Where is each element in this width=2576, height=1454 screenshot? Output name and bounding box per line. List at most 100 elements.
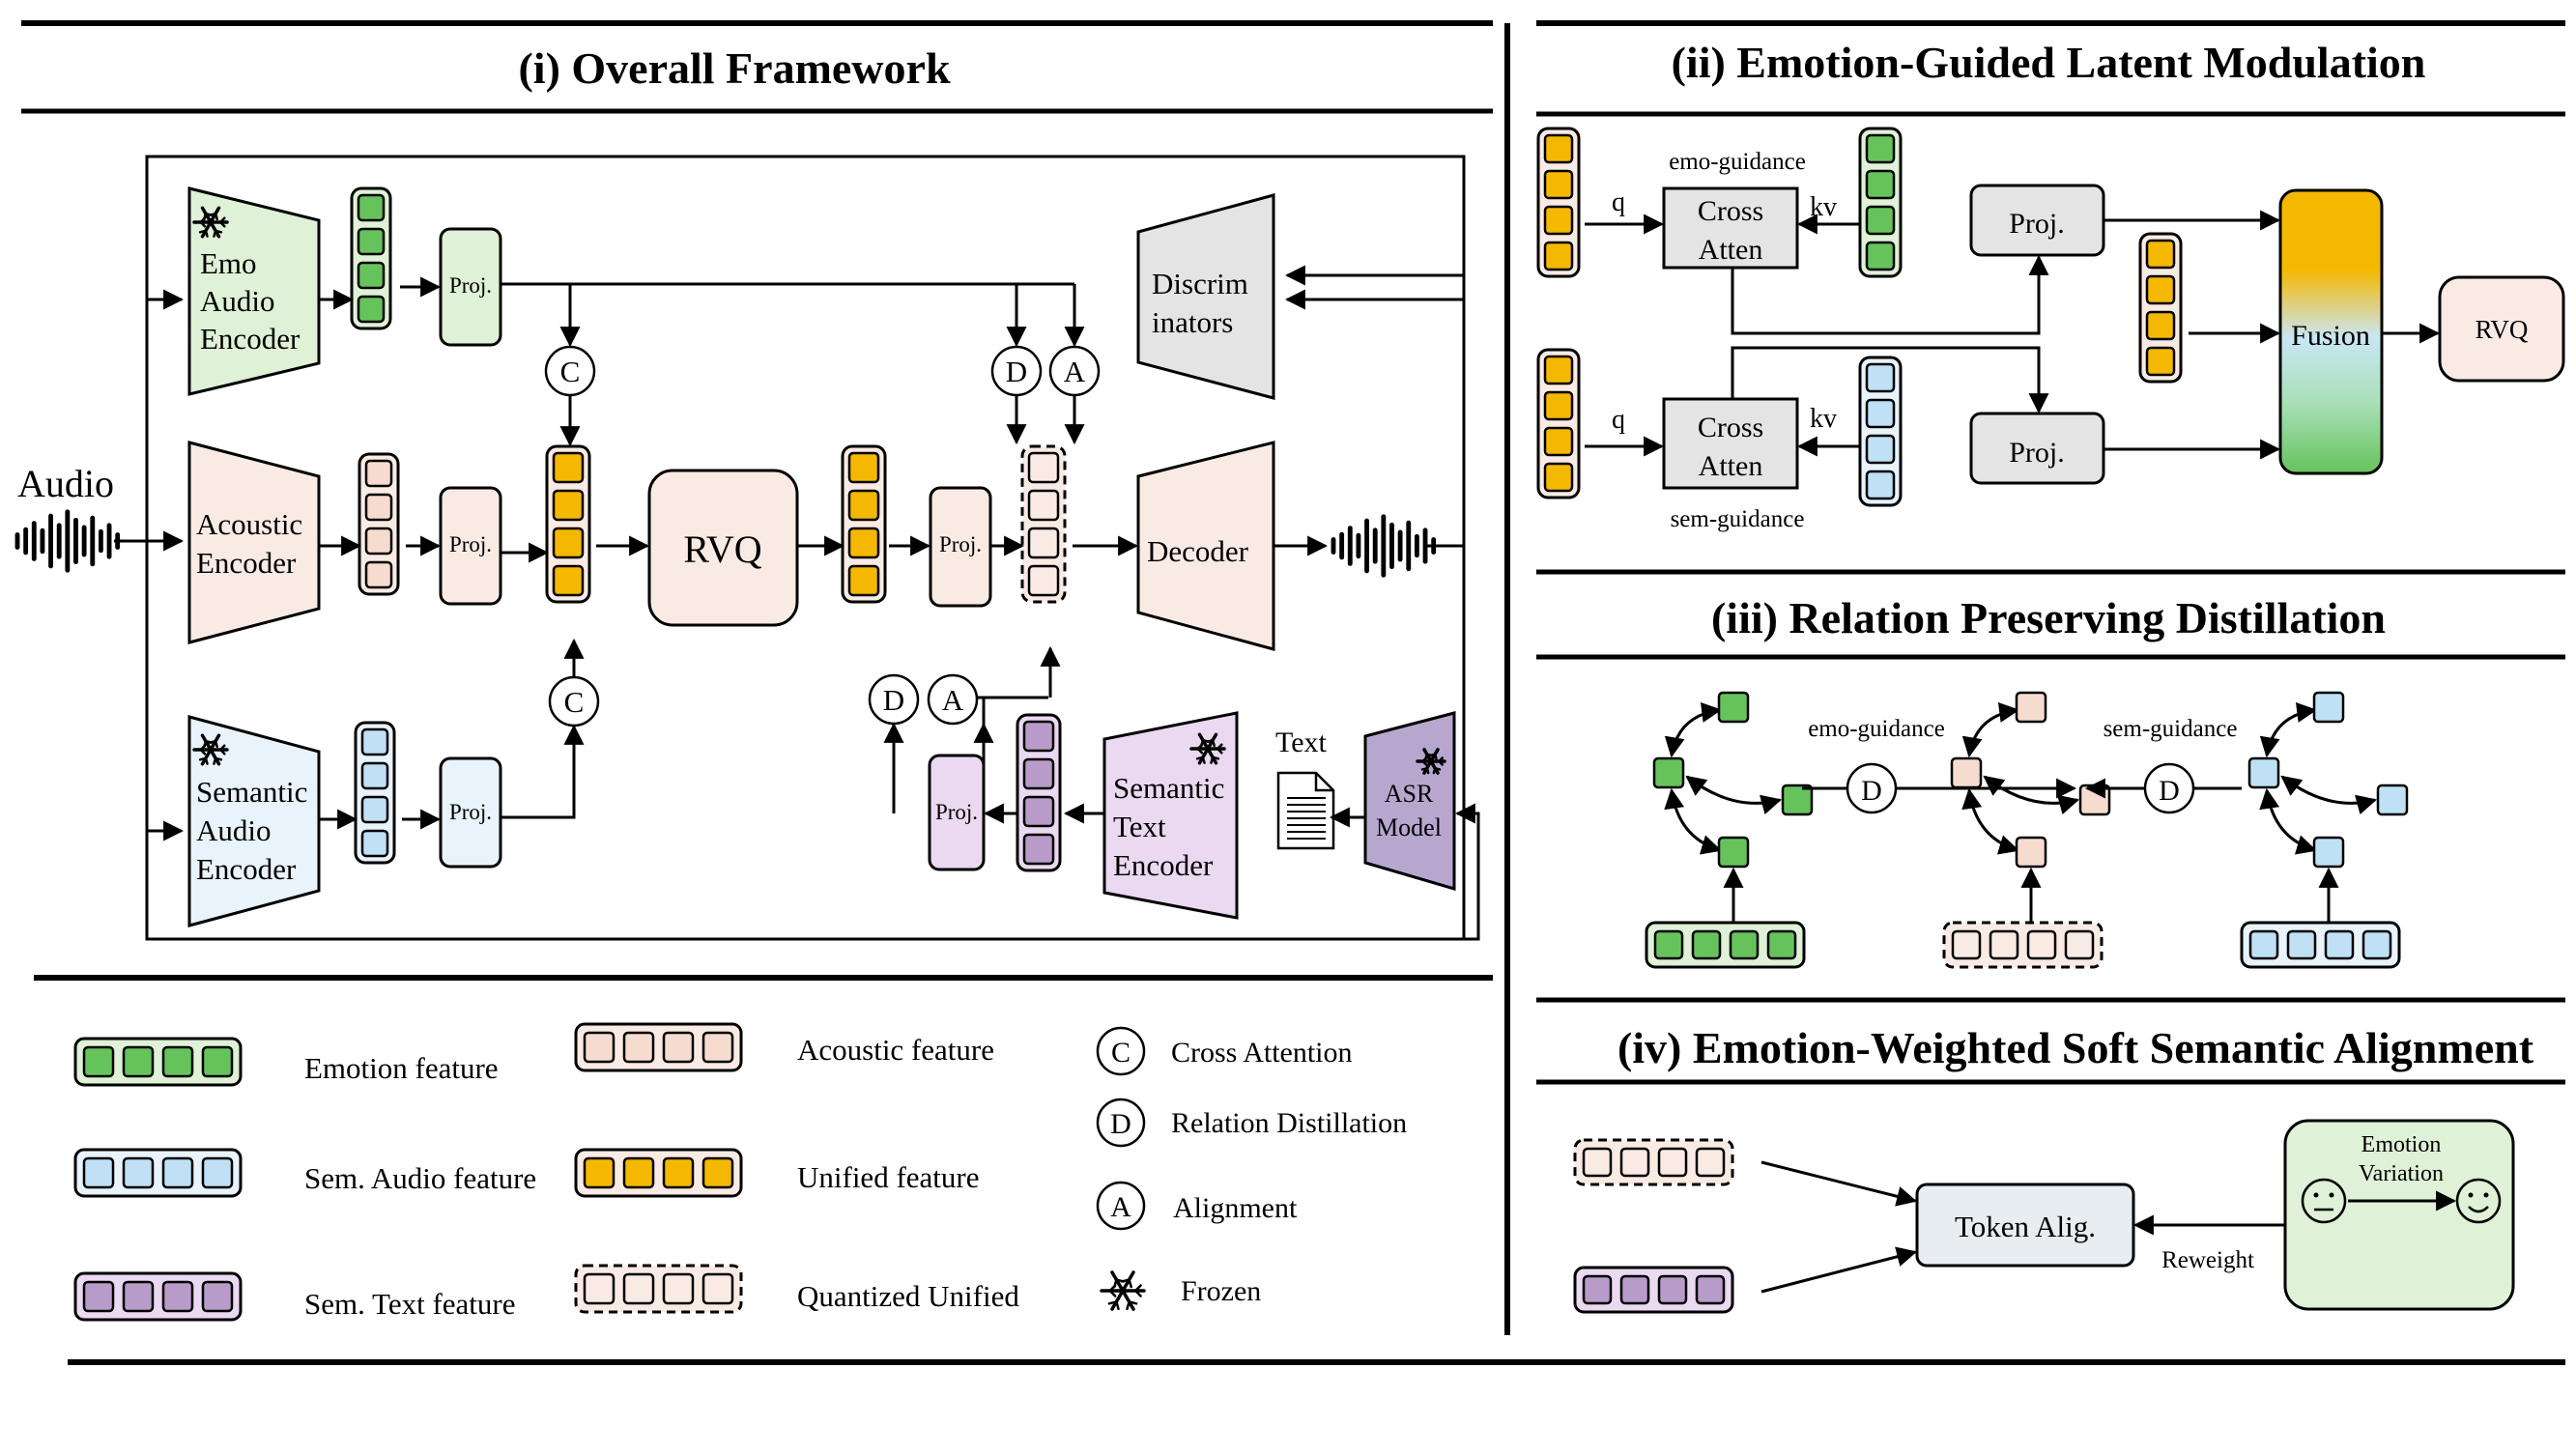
feature-cell (2361, 929, 2392, 960)
feature-cell (201, 1156, 234, 1189)
feature-cell (2248, 929, 2279, 960)
legend-quantized-swatch (574, 1264, 743, 1314)
cross-attention-top-letter: C (560, 355, 581, 388)
graph-node (1652, 756, 1685, 789)
feature-cell (701, 1272, 734, 1305)
legend-emotion-swatch-frame (73, 1037, 243, 1087)
distill-d-left-letter: D (1861, 775, 1882, 807)
feature-cell (357, 193, 386, 222)
feature-cell (161, 1280, 194, 1313)
cross-atten-top-line-2: Atten (1699, 234, 1763, 266)
semantic-audio-encoder (187, 715, 321, 927)
legend-quantized-swatch-frame (574, 1264, 743, 1314)
cross-attention-bottom-letter: C (564, 685, 585, 719)
feature-cell (662, 1031, 695, 1064)
feature-cell (1865, 205, 1896, 236)
feature-cell (1543, 169, 1574, 200)
sem-relation-graph-stack-frame (2240, 921, 2401, 969)
feature-cell (1695, 1147, 1726, 1178)
cross-atten-top (1662, 186, 1799, 270)
feature-cell (1865, 398, 1896, 429)
text-input-label: Text (1275, 727, 1328, 758)
feature-cell (122, 1156, 155, 1189)
unified-query-bottom-frame (1536, 348, 1581, 499)
alignment-panel: Token Alig. Emotion Variation Reweight (1573, 1119, 2515, 1314)
feature-cell (622, 1156, 655, 1189)
quantized-feature-stack-frame (841, 444, 887, 604)
alignment-top-letter: A (1064, 355, 1086, 388)
graph-node (2015, 691, 2047, 724)
feature-cell (1582, 1274, 1613, 1305)
feature-cell (360, 727, 389, 756)
panel-title-alignment: (iv) Emotion-Weighted Soft Semantic Alig… (1617, 1023, 2534, 1072)
semantic-audio-encoder-line-2: Audio (196, 813, 272, 847)
proj-quantized-label: Proj. (939, 532, 982, 556)
distill-sem-guidance: sem-guidance (2104, 716, 2238, 742)
emotion-faces (2301, 1178, 2502, 1224)
snowflake-icon (1189, 732, 1226, 765)
emotion-feature-stack (350, 186, 392, 330)
smile-face-icon (2455, 1178, 2502, 1224)
feature-cell (1865, 133, 1896, 164)
emotion-kv-stack-frame (1858, 127, 1903, 278)
feature-cell (1543, 390, 1574, 421)
feature-cell (201, 1280, 234, 1313)
graph-node (2247, 756, 2280, 789)
distillation-panel: emo-guidance sem-guidance D D (1645, 691, 2409, 969)
feature-cell (161, 1156, 194, 1189)
distillation-top-letter: D (1006, 355, 1027, 388)
alignment-connectors (1760, 1160, 2457, 1294)
feature-cell (122, 1045, 155, 1078)
modulation-connectors (1585, 210, 2441, 460)
feature-cell (583, 1272, 615, 1305)
feature-cell (364, 493, 393, 522)
feature-cell (1695, 1274, 1726, 1305)
connectors (319, 157, 1480, 941)
token-alig-label: Token Alig. (1955, 1210, 2096, 1243)
legend-acoustic-feature: Acoustic feature (797, 1033, 994, 1067)
rvq-small-label: RVQ (2476, 315, 2529, 344)
quantized-unified-input-frame (1573, 1138, 1734, 1186)
legend-d-letter: D (1110, 1108, 1131, 1140)
sem-kv-stack-frame (1858, 356, 1903, 507)
graph-node (2376, 784, 2409, 816)
semantic-text-encoder-line-1: Semantic (1113, 771, 1224, 805)
feature-cell (701, 1156, 734, 1189)
discriminators-line-1: Discrim (1152, 267, 1248, 300)
emo-encoder-line-3: Encoder (200, 322, 301, 356)
unified-query-bottom (1536, 348, 1581, 499)
feature-cell (2145, 346, 2176, 377)
feature-cell (201, 1045, 234, 1078)
proj-acoustic-label: Proj. (449, 532, 492, 556)
rvq-label: RVQ (683, 527, 761, 571)
feature-cell (1865, 241, 1896, 271)
emo-audio-encoder (187, 186, 321, 396)
unified-query-top-frame (1536, 127, 1581, 278)
legend-sem-text-swatch-frame (73, 1271, 243, 1322)
modulation-panel: q q kv kv emo-guidance sem-guidance Cros… (1536, 127, 2565, 532)
unified-fusion-input (2138, 232, 2183, 384)
semantic-audio-encoder-line-1: Semantic (196, 775, 307, 809)
cross-atten-bottom-line-2: Atten (1699, 450, 1763, 482)
distillation-bottom-letter: D (883, 683, 904, 717)
legend-a-symbol (1096, 1181, 1146, 1231)
quantized-unified-stack (1020, 444, 1067, 604)
feature-cell (1865, 434, 1896, 465)
emotion-variation-line-2: Variation (2359, 1161, 2444, 1186)
feature-stacks (350, 186, 1067, 872)
feature-cell (2286, 929, 2317, 960)
feature-cell (583, 1156, 615, 1189)
legend-sem-text-swatch (73, 1271, 243, 1322)
legend-unified-swatch-frame (574, 1148, 743, 1198)
feature-cell (364, 459, 393, 488)
discriminators-line-2: inators (1152, 305, 1233, 339)
feature-cell (1543, 426, 1574, 457)
legend-sem-audio-swatch (73, 1148, 243, 1198)
feature-cell (82, 1045, 115, 1078)
emotion-relation-graph-stack-frame (1645, 921, 1806, 969)
proj-top-label: Proj. (2009, 208, 2065, 240)
legend-swatches (73, 1022, 743, 1322)
sem-relation-graph-stack (2240, 921, 2401, 969)
